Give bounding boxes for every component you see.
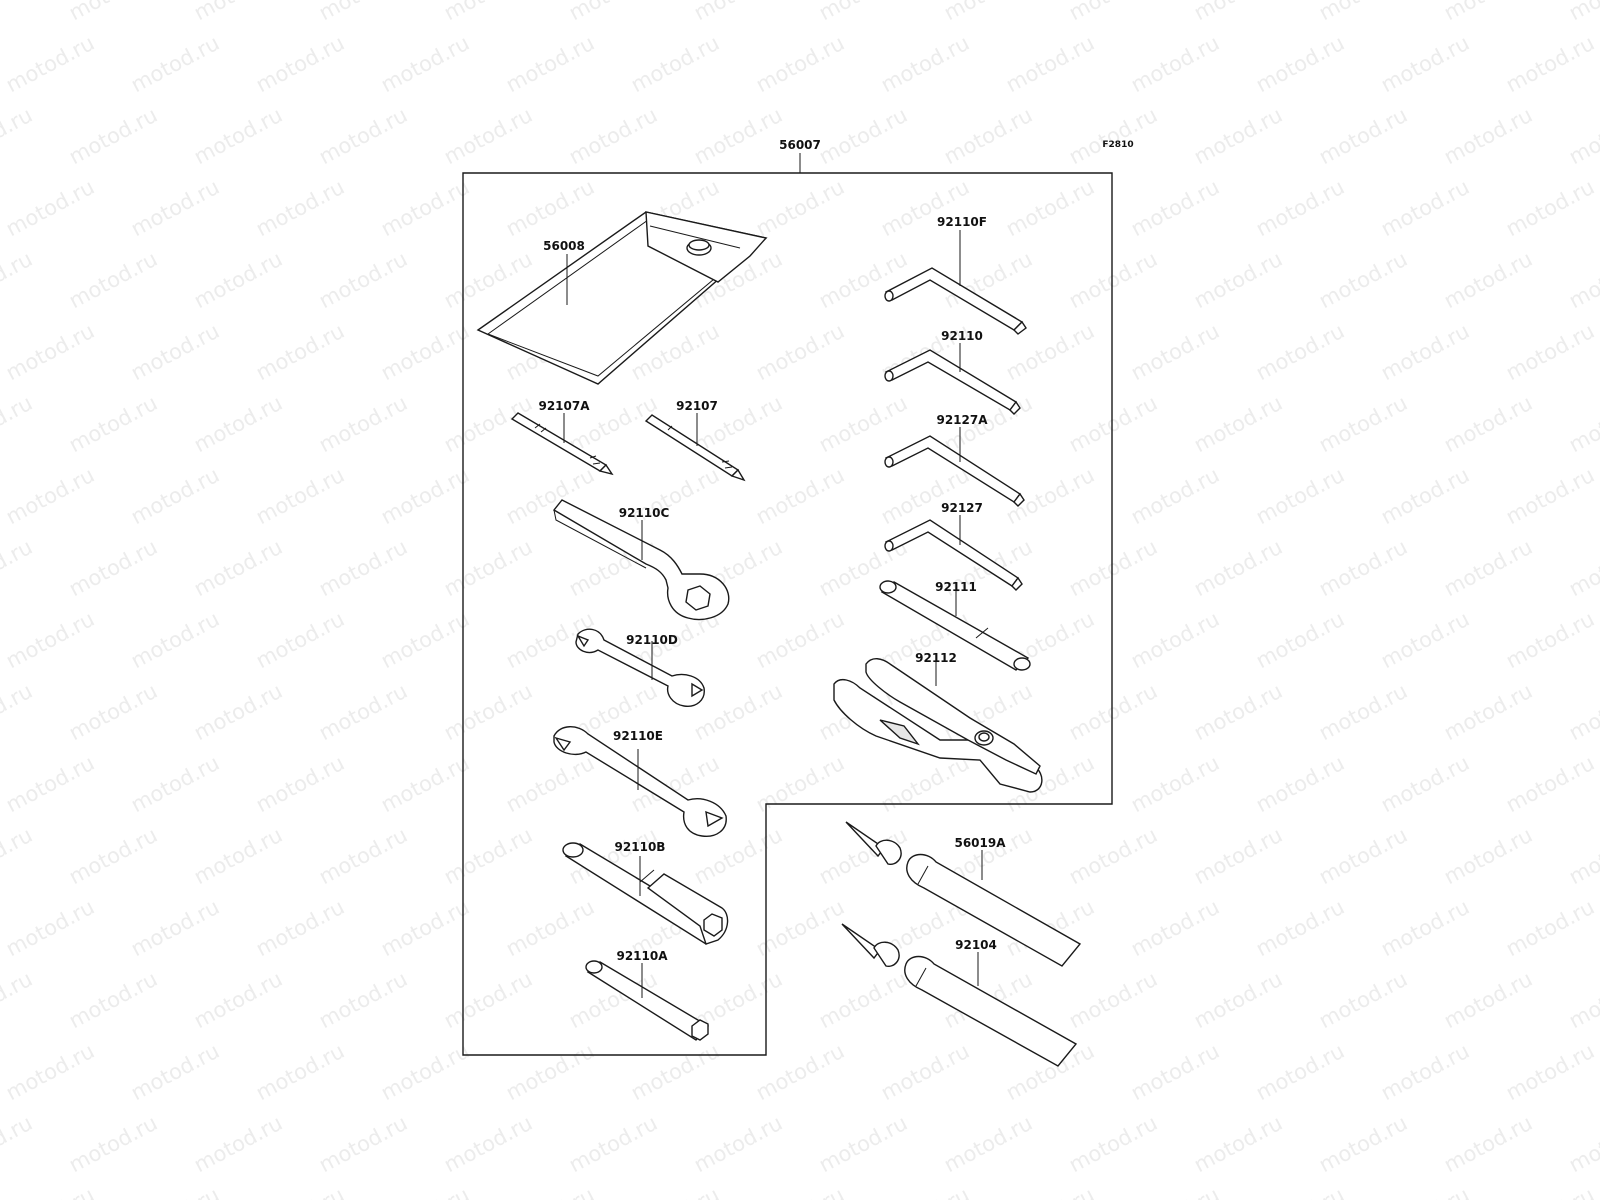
part-label-hex-key-f: 92110F: [937, 215, 987, 229]
part-label-hex-key-127a: 92127A: [936, 413, 988, 427]
kit-part-label: 56007: [779, 138, 821, 152]
part-label-screwdriver-a: 92107A: [538, 399, 590, 413]
part-label-handle-bar: 92111: [935, 580, 977, 594]
handle-bar-drawing: [879, 580, 1031, 671]
screwdriver-drawing: [644, 414, 746, 482]
box-wrench-a-drawing: [585, 960, 710, 1041]
part-label-box-wrench-b: 92110B: [615, 840, 666, 854]
grease-tube-drawing: [841, 923, 1078, 1067]
box-wrench-b-drawing: [562, 842, 729, 945]
part-label-hex-key-127: 92127: [941, 501, 983, 515]
part-label-box-wrench-a: 92110A: [616, 949, 668, 963]
hex-key-127-drawing: [884, 519, 1023, 591]
part-label-pouch: 56008: [543, 239, 585, 253]
pliers-drawing: [833, 658, 1043, 793]
ring-wrench-drawing: [552, 499, 730, 621]
wrench-small-drawing: [575, 628, 705, 707]
part-label-screwdriver: 92107: [676, 399, 718, 413]
wrench-large-drawing: [553, 726, 727, 837]
hex-key-drawing: [884, 349, 1021, 415]
part-label-wrench-large: 92110E: [613, 729, 663, 743]
part-label-grease-tube-a: 56019A: [954, 836, 1006, 850]
grease-tube-a-drawing: [845, 821, 1082, 967]
part-label-wrench-small: 92110D: [626, 633, 678, 647]
part-label-grease-tube: 92104: [955, 938, 997, 952]
part-label-pliers: 92112: [915, 651, 957, 665]
pouch-drawing: [476, 211, 768, 385]
kit-outline: [462, 172, 1113, 1056]
part-label-ring-wrench: 92110C: [619, 506, 670, 520]
hex-key-f-drawing: [884, 267, 1027, 335]
part-label-hex-key: 92110: [941, 329, 983, 343]
hex-key-127a-drawing: [884, 435, 1025, 507]
screwdriver-a-drawing: [510, 412, 614, 476]
figure-code: F2810: [1102, 140, 1133, 150]
